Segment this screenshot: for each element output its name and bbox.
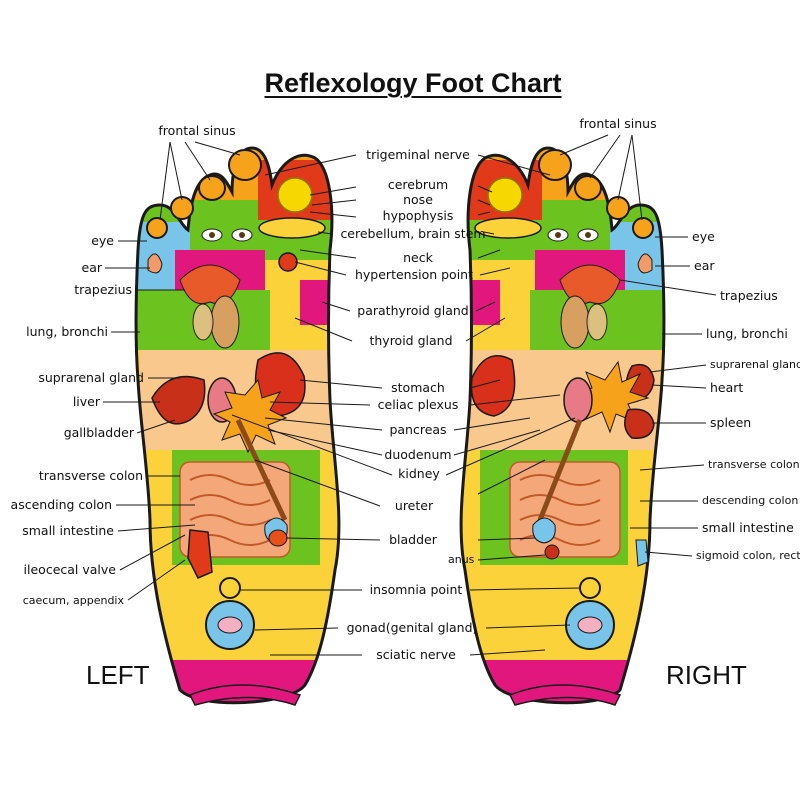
label-ureter: ureter [394,498,434,513]
right-label-frontal-sinus: frontal sinus [579,116,657,131]
label-parathyroid-gland: parathyroid gland [357,303,469,318]
right-label-transverse-colon: transverse colon [708,458,800,471]
label-thyroid-gland: thyroid gland [369,333,453,348]
left-label-lung-bronchi: lung, bronchi [26,324,108,339]
left-label-eye: eye [91,233,114,248]
label-pancreas: pancreas [389,422,447,437]
left-label-small-intestine: small intestine [22,523,114,538]
label-stomach: stomach [391,380,445,395]
page-title: Reflexology Foot Chart [264,68,562,98]
left-foot [134,146,341,706]
label-sciatic-nerve: sciatic nerve [376,647,456,662]
label-neck: neck [403,250,433,265]
label-gonad: gonad(genital gland) [346,620,478,635]
right-label-ear: ear [694,258,715,273]
left-label-suprarenal-gland: suprarenal gland [38,370,144,385]
label-trigeminal-nerve: trigeminal nerve [366,147,470,162]
right-label-suprarenal-gland: suprarenal gland [710,358,800,371]
label-hypophysis: hypophysis [382,208,454,223]
right-label-eye: eye [692,229,715,244]
leader-lines [103,134,717,656]
label-cerebellum-brain-stem: cerebellum, brain stem [340,226,486,241]
left-label-trapezius: trapezius [74,282,132,297]
left-label-frontal-sinus: frontal sinus [158,123,236,138]
left-label-liver: liver [72,394,100,409]
label-cerebrum: cerebrum [387,177,449,192]
right-label-lung-bronchi: lung, bronchi [706,326,788,341]
label-celiac-plexus: celiac plexus [377,397,459,412]
label-hypertension-point: hypertension point [354,267,474,282]
right-label-descending-colon: descending colon [702,494,799,507]
label-duodenum: duodenum [384,447,452,462]
label-nose: nose [403,192,433,207]
right-foot [459,146,666,706]
right-label-heart: heart [710,380,744,395]
left-label-caecum-appendix: caecum, appendix [22,594,124,607]
left-label-gallbladder: gallbladder [63,425,134,440]
right-label-trapezius: trapezius [720,288,778,303]
left-foot-label: LEFT [86,660,150,690]
left-label-ear: ear [81,260,103,275]
left-label-ascending-colon: ascending colon [10,497,112,512]
left-label-ileocecal-valve: ileocecal valve [23,562,116,577]
label-kidney: kidney [398,466,440,481]
label-anus: anus [448,553,475,566]
right-label-small-intestine: small intestine [702,520,794,535]
label-insomnia-point: insomnia point [369,582,463,597]
right-foot-label: RIGHT [666,660,747,690]
right-label-spleen: spleen [710,415,752,430]
left-label-transverse-colon: transverse colon [38,468,143,483]
label-bladder: bladder [389,532,437,547]
right-label-sigmoid-colon-rectum: sigmoid colon, rectum [696,549,800,562]
